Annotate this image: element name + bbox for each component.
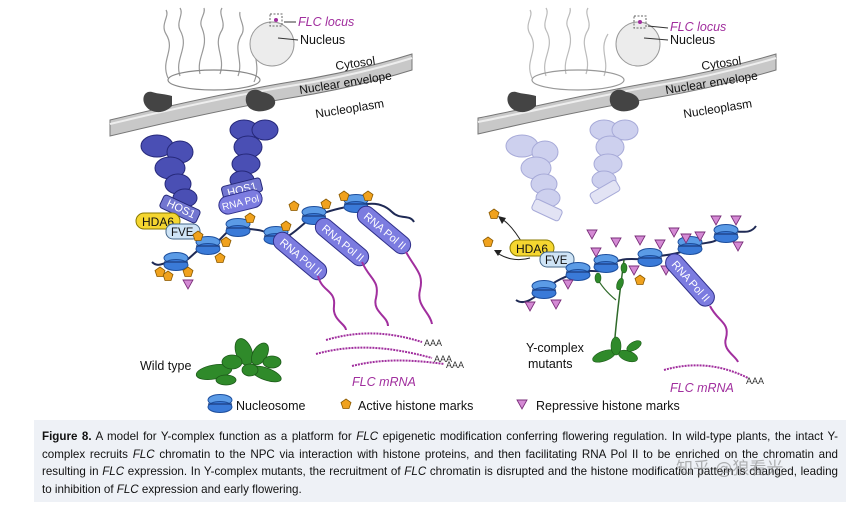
figure-caption: Figure 8. A model for Y-complex function…	[34, 420, 846, 502]
caption-gene-4: FLC	[404, 465, 427, 479]
nascent-transcript-mutant	[709, 305, 739, 363]
cytoplasmic-filaments	[163, 7, 259, 83]
legend: Nucleosome Active histone marks Repressi…	[207, 393, 680, 414]
svg-text:HDA6: HDA6	[142, 215, 174, 229]
fve-protein: FVE	[165, 223, 201, 240]
flc-locus-label: FLC locus	[298, 15, 354, 29]
mutant-plant	[592, 259, 642, 363]
caption-gene-2: FLC	[132, 447, 155, 461]
poly-a-1: AAA	[424, 338, 442, 348]
caption-gene-5: FLC	[116, 482, 139, 496]
nuclear-pore-left-mutant	[507, 91, 536, 113]
release-arrowhead-2	[494, 250, 502, 256]
repressive-mark-wt	[182, 279, 194, 290]
cytosol-label: Cytosol	[334, 54, 376, 73]
y-complex-faded	[505, 119, 639, 222]
nuclear-pore-right-mutant	[609, 89, 640, 112]
zhihu-watermark: 知乎 @狼看光	[676, 459, 784, 479]
legend-nucleosome-icon	[207, 393, 233, 414]
caption-gene-3: FLC	[102, 465, 125, 479]
nuclear-pore-ring-mutant	[531, 69, 625, 91]
flc-model-figure: FLC locus Nucleus Cytosol Nuclear envelo…	[109, 7, 777, 414]
caption-gene-1: FLC	[356, 430, 379, 443]
legend-active-mark-icon	[340, 398, 352, 409]
nascent-transcripts	[317, 251, 433, 331]
caption-text-1: A model for Y-complex function as a plat…	[91, 430, 357, 443]
mutant-panel: FLC locus Nucleus Cytosol Nuclear envelo…	[477, 7, 777, 395]
flc-locus-label-mutant: FLC locus	[670, 20, 726, 34]
legend-repressive-label: Repressive histone marks	[536, 399, 680, 413]
caption-text-2: epigenetic modification conferring flowe…	[42, 430, 838, 461]
nuclear-pore-ring	[167, 69, 261, 91]
poly-a-mutant: AAA	[746, 376, 764, 386]
wild-type-panel: FLC locus Nucleus Cytosol Nuclear envelo…	[109, 7, 464, 389]
mutant-label-line2: mutants	[528, 357, 572, 371]
mutant-label-line1: Y-complex	[526, 341, 585, 355]
flc-mrna-mutant	[663, 364, 749, 379]
cytosol-label-mutant: Cytosol	[700, 54, 742, 73]
released-active-mark-2	[482, 236, 494, 247]
release-arrowhead-1	[498, 216, 506, 224]
caption-text-4: expression. In Y-complex mutants, the re…	[124, 465, 405, 479]
nucleus-label: Nucleus	[300, 33, 345, 47]
flc-mrna-label-mutant: FLC mRNA	[670, 381, 734, 395]
rna-pol-ii-mutant: RNA Pol II	[665, 253, 715, 307]
legend-nucleosome-label: Nucleosome	[236, 399, 306, 413]
svg-text:RNA Pol II: RNA Pol II	[669, 259, 712, 305]
poly-a-3: AAA	[446, 360, 464, 370]
hda6-protein-mutant: HDA6	[509, 239, 555, 257]
svg-text:HDA6: HDA6	[516, 242, 548, 256]
svg-text:FVE: FVE	[171, 227, 194, 239]
legend-active-label: Active histone marks	[358, 399, 473, 413]
svg-text:FVE: FVE	[545, 255, 568, 267]
nucleus-inset-mutant	[615, 15, 669, 67]
wild-type-label: Wild type	[140, 359, 191, 373]
caption-label: Figure 8.	[42, 430, 92, 443]
wild-type-plant	[195, 338, 282, 386]
caption-text-6: expression and early flowering.	[138, 482, 302, 496]
caption-text-5: chromatin is disrupted and the histone m…	[42, 465, 838, 496]
nuclear-pore-right	[245, 89, 276, 112]
released-active-mark-1	[488, 208, 500, 219]
active-mark-mutant	[634, 274, 646, 285]
poly-a-2: AAA	[434, 354, 452, 364]
flc-mrna-wt	[315, 332, 445, 367]
nuclear-pore-left	[143, 91, 172, 113]
legend-repressive-mark-icon	[516, 399, 528, 410]
caption-text-3: chromatin to the NPC via interaction wit…	[42, 447, 838, 479]
nucleus-label-mutant: Nucleus	[670, 33, 715, 47]
y-complex-left	[140, 134, 198, 208]
flc-mrna-label: FLC mRNA	[352, 375, 416, 389]
nucleoplasm-label: Nucleoplasm	[314, 96, 385, 121]
fve-protein-mutant: FVE	[539, 251, 575, 268]
nucleoplasm-label-mutant: Nucleoplasm	[682, 96, 753, 121]
nucleus-inset	[249, 13, 299, 67]
cytoplasmic-filaments-mutant	[527, 7, 609, 79]
